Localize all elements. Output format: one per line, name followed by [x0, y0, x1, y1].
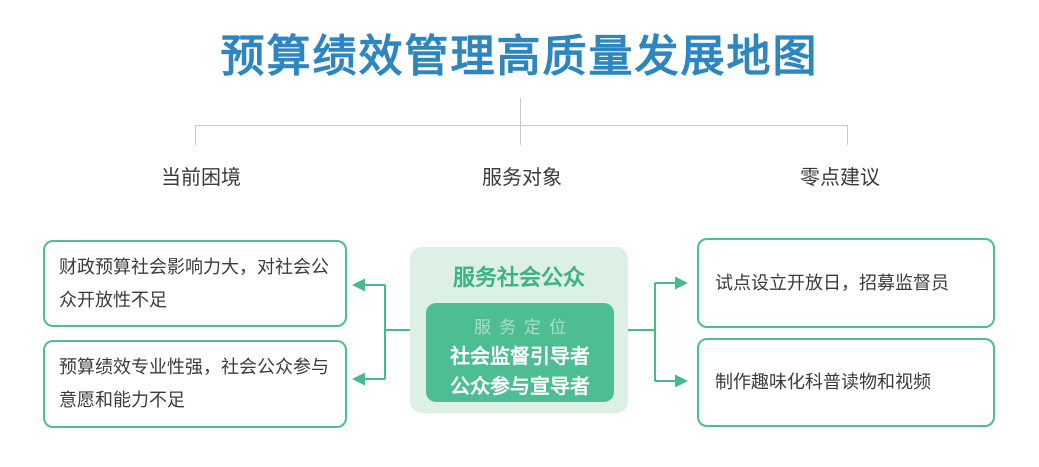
difficulty-card-2-text: 预算绩效专业性强，社会公众参与意愿和能力不足 [59, 357, 329, 410]
branch-label-current-difficulties: 当前困境 [161, 167, 241, 189]
suggestion-card-1-text: 试点设立开放日，招募监督员 [715, 272, 949, 293]
service-position-label: 服务定位 [474, 318, 574, 337]
page-title: 预算绩效管理高质量发展地图 [220, 32, 819, 81]
suggestion-card-2-text: 制作趣味化科普读物和视频 [715, 372, 931, 392]
connector-right [626, 282, 676, 382]
service-public-heading: 服务社会公众 [452, 265, 585, 290]
difficulty-card-2: 预算绩效专业性强，社会公众参与意愿和能力不足 [43, 340, 347, 428]
arrowhead-right-bottom-icon [675, 374, 688, 388]
difficulty-card-1-text: 财政预算社会影响力大，对社会公众开放性不足 [59, 256, 329, 310]
suggestion-card-2: 制作趣味化科普读物和视频 [697, 338, 995, 427]
arrowhead-left-top-icon [352, 278, 365, 292]
difficulty-card-1: 财政预算社会影响力大，对社会公众开放性不足 [43, 240, 347, 327]
arrowhead-right-top-icon [675, 276, 688, 290]
arrowhead-left-bottom-icon [352, 372, 365, 386]
tree-lines [195, 98, 848, 145]
connector-left [363, 284, 412, 380]
service-public-card: 服务社会公众 服务定位 社会监督引导者 公众参与宣导者 [410, 247, 628, 413]
service-role-2: 公众参与宣导者 [450, 376, 590, 398]
suggestion-card-1: 试点设立开放日，招募监督员 [697, 238, 995, 328]
branch-label-service-target: 服务对象 [482, 167, 562, 189]
service-position-card: 服务定位 社会监督引导者 公众参与宣导者 [426, 303, 614, 402]
branch-label-suggestions: 零点建议 [800, 167, 880, 189]
service-role-1: 社会监督引导者 [450, 346, 590, 368]
